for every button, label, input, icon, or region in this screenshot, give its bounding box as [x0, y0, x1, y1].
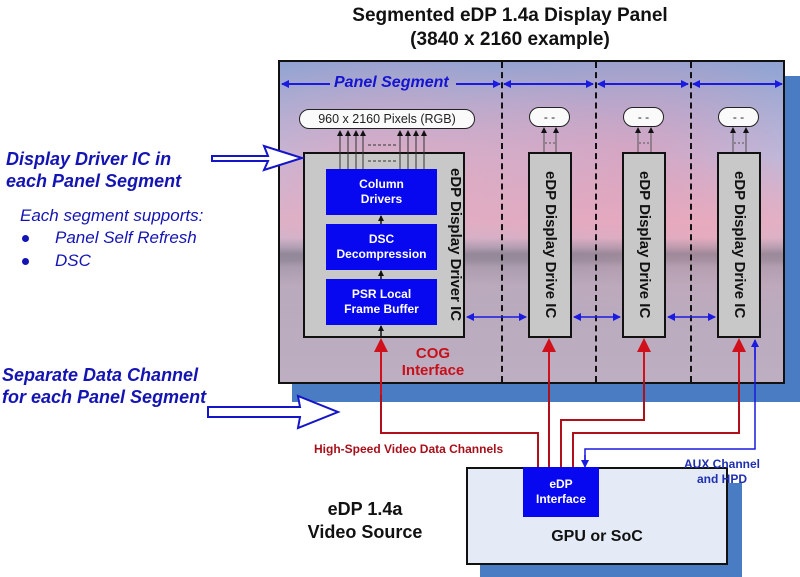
gpu-soc-label: GPU or SoC	[551, 528, 643, 545]
video-source-line-2: Video Source	[307, 522, 423, 542]
interface-line-1: eDP	[549, 477, 573, 491]
block-line: DSC	[368, 232, 395, 246]
aux-line-1: AUX Channel	[683, 457, 760, 471]
driver-ic-heading-line-2: each Panel Segment	[6, 171, 182, 191]
title-line-1: Segmented eDP 1.4a Display Panel	[352, 5, 668, 26]
driver-ic-label-segment-4: eDP Display Drive IC	[731, 171, 748, 319]
data-channel-heading-line-2: for each Panel Segment	[2, 387, 207, 407]
driver-ic-segment-4	[717, 152, 761, 338]
segment-divider	[501, 62, 503, 382]
block-line: Decompression	[336, 247, 427, 261]
video-channels-label: High-Speed Video Data Channels	[314, 442, 504, 456]
pixels-label-segment-1: 960 x 2160 Pixels (RGB)	[299, 109, 475, 129]
segment-divider	[595, 62, 597, 382]
cog-interface-label: COG Interface	[394, 345, 472, 379]
supports-item-label: Panel Self Refresh	[55, 228, 197, 247]
supports-intro: Each segment supports:	[20, 206, 204, 225]
pixels-label-segment-3: - -	[623, 107, 664, 127]
segment-divider	[690, 62, 692, 382]
block-line: PSR Local	[351, 287, 412, 301]
video-source-line-1: eDP 1.4a	[327, 499, 403, 519]
block-line: Column	[359, 177, 404, 191]
driver-ic-label-segment-3: eDP Display Drive IC	[636, 171, 653, 319]
supports-item: DSC	[0, 250, 91, 272]
cog-line-1: COG	[415, 345, 451, 362]
panel-segment-label: Panel Segment	[334, 74, 449, 91]
driver-ic-segment-3	[622, 152, 666, 338]
title-line-2: (3840 x 2160 example)	[410, 29, 610, 50]
video-source-label: eDP 1.4a Video Source	[300, 498, 430, 544]
cog-line-2: Interface	[401, 362, 465, 379]
aux-line-2: and HPD	[696, 472, 747, 486]
supports-item: Panel Self Refresh	[0, 227, 197, 249]
supports-item-label: DSC	[55, 251, 91, 270]
pixels-label-segment-4: - -	[718, 107, 759, 127]
block-line: Drivers	[360, 192, 403, 206]
aux-channel-label: AUX Channel and HPD	[672, 457, 772, 487]
driver-ic-heading: Display Driver IC in each Panel Segment	[6, 148, 181, 192]
driver-ic-segment-2	[528, 152, 572, 338]
data-channel-heading: Separate Data Channel for each Panel Seg…	[2, 364, 206, 408]
data-channel-heading-line-1: Separate Data Channel	[2, 365, 199, 385]
block-line: Frame Buffer	[344, 302, 419, 316]
driver-ic-label-segment-1: eDP Display Driver IC	[447, 168, 464, 322]
pixels-label-segment-2: - -	[529, 107, 570, 127]
bullet-icon	[22, 234, 29, 242]
driver-ic-heading-line-1: Display Driver IC in	[6, 149, 172, 169]
driver-ic-label-segment-2: eDP Display Drive IC	[542, 171, 559, 319]
interface-line-2: Interface	[535, 492, 587, 506]
bullet-icon	[22, 257, 29, 265]
diagram-title: Segmented eDP 1.4a Display Panel (3840 x…	[300, 4, 720, 52]
